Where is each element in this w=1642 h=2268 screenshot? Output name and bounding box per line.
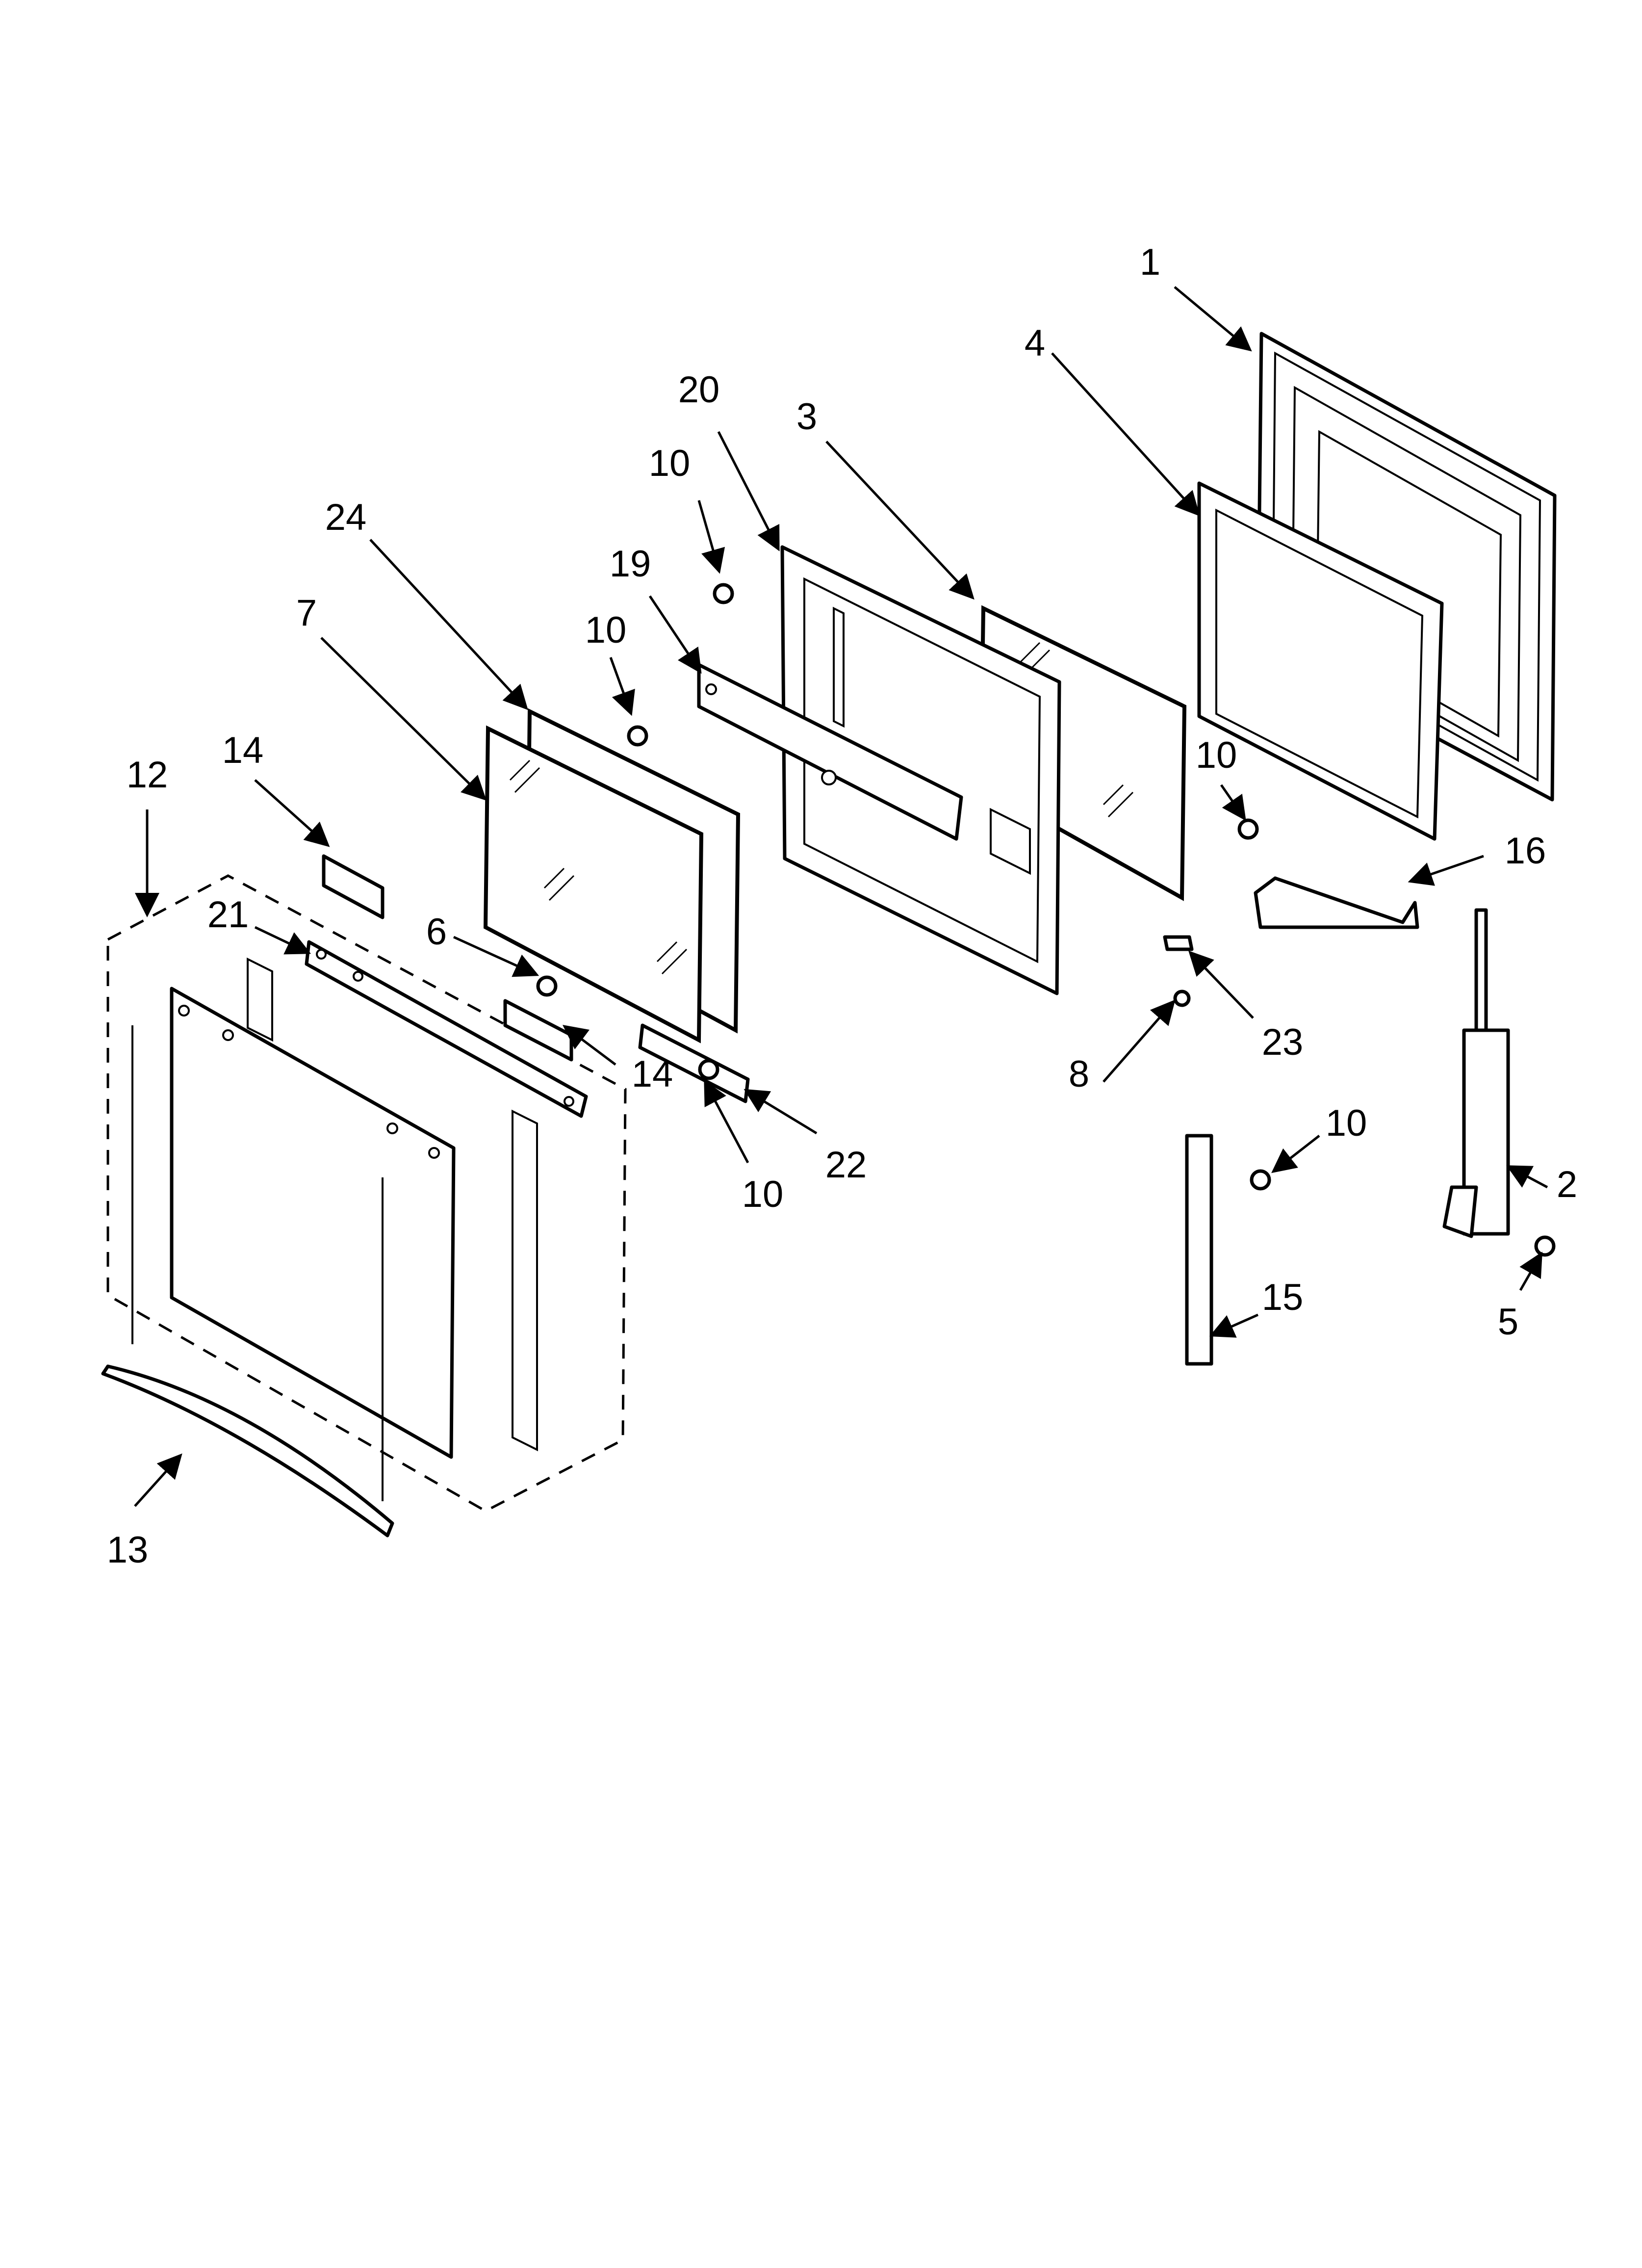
leader-arrows	[134, 286, 1548, 1507]
callout-14: 14	[222, 730, 264, 771]
callout-5: 5	[1498, 1301, 1518, 1343]
callout-15: 15	[1262, 1277, 1304, 1318]
part-13-handle	[101, 1364, 394, 1538]
part-7-glass	[483, 725, 704, 1043]
part-21-strip	[305, 940, 588, 1118]
callout-16: 16	[1505, 830, 1546, 872]
part-15-hinge-receiver	[1185, 1134, 1213, 1366]
callout-10: 10	[1326, 1102, 1367, 1144]
part-12-door-outline	[106, 874, 627, 1512]
callout-23: 23	[1262, 1021, 1304, 1063]
callout-14: 14	[632, 1053, 673, 1095]
callout-24: 24	[325, 496, 367, 538]
callout-10: 10	[649, 443, 691, 484]
callout-4: 4	[1025, 322, 1045, 364]
callout-2: 2	[1557, 1164, 1577, 1205]
callout-21: 21	[207, 894, 249, 936]
part-4-inner-frame	[1197, 481, 1444, 841]
part-16-bracket	[1254, 876, 1419, 929]
screw-icons	[536, 583, 1556, 1257]
callout-1: 1	[1140, 241, 1160, 283]
callout-22: 22	[825, 1144, 867, 1186]
callout-10: 10	[1196, 734, 1237, 776]
callout-3: 3	[796, 396, 817, 438]
callout-6: 6	[426, 911, 447, 953]
callout-19: 19	[610, 543, 651, 585]
part-23-clip	[1163, 935, 1194, 951]
callout-labels: 1 4 20 3 10 19 10 24 7 12 14 21 6 14 10 …	[107, 241, 1577, 1571]
part-12-door-panel	[131, 957, 538, 1501]
callout-12: 12	[127, 754, 168, 796]
part-19-plate	[697, 663, 963, 841]
part-14-bracket-top	[322, 854, 385, 919]
part-14-bracket-bottom	[503, 999, 573, 1062]
callout-10: 10	[585, 609, 627, 651]
callout-8: 8	[1069, 1053, 1089, 1095]
callout-10: 10	[742, 1173, 784, 1215]
callout-13: 13	[107, 1529, 149, 1571]
callout-20: 20	[678, 369, 720, 411]
callout-7: 7	[296, 592, 317, 634]
part-2-hinge	[1442, 908, 1510, 1238]
